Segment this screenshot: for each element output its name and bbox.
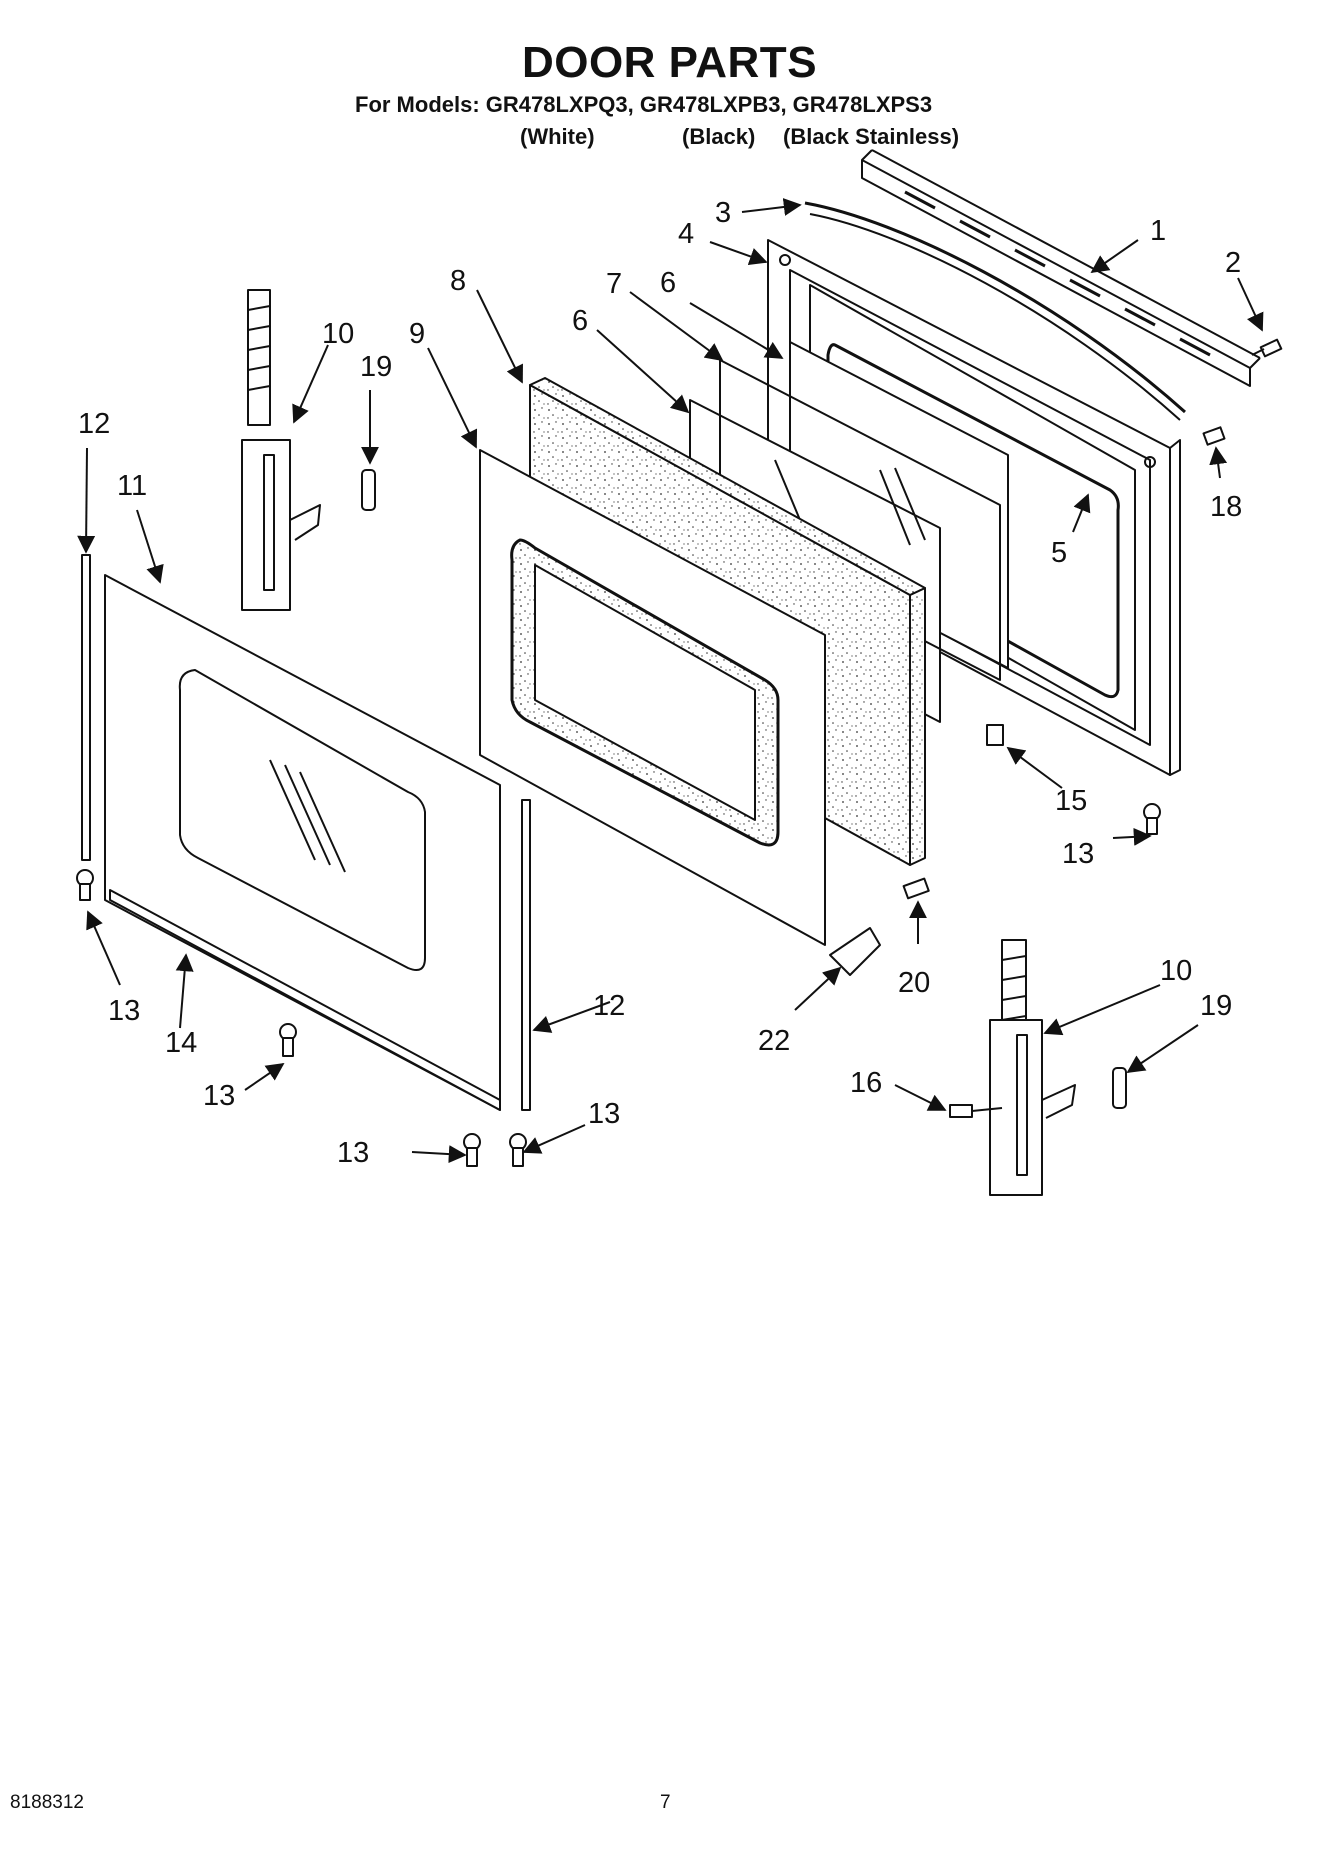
callout-18: 18 <box>1210 491 1242 523</box>
pin-lower-part <box>1112 1067 1127 1109</box>
callout-14: 14 <box>165 1027 197 1059</box>
callout-19-upper: 19 <box>360 351 392 383</box>
baffle-part <box>804 201 1187 414</box>
pin-upper-part <box>361 469 376 511</box>
screw-13-bottom <box>463 1133 481 1167</box>
callout-10-lower: 10 <box>1160 955 1192 987</box>
callout-6-lower: 6 <box>572 305 588 337</box>
screw-16 <box>949 1104 1003 1118</box>
callout-3: 3 <box>715 197 731 229</box>
callout-4: 4 <box>678 218 694 250</box>
callout-20: 20 <box>898 967 930 999</box>
callout-19-lower: 19 <box>1200 990 1232 1022</box>
callout-13-bottom-right: 13 <box>588 1098 620 1130</box>
callout-11: 11 <box>117 470 147 502</box>
callout-16: 16 <box>850 1067 882 1099</box>
callout-10-upper: 10 <box>322 318 354 350</box>
callout-5: 5 <box>1051 537 1067 569</box>
callout-13-left: 13 <box>108 995 140 1027</box>
callout-12-right: 12 <box>593 990 625 1022</box>
screw-13-mid <box>279 1023 297 1057</box>
screw-13-left <box>76 869 94 901</box>
screw-20 <box>902 877 930 900</box>
door-liner-part <box>479 449 826 946</box>
callout-15: 15 <box>1055 785 1087 817</box>
side-trim-left-part <box>81 554 91 861</box>
page-title: DOOR PARTS <box>521 38 818 87</box>
side-trim-right-part <box>521 799 531 1111</box>
variant-white: (White) <box>520 124 595 149</box>
page-number: 7 <box>660 1792 671 1813</box>
callout-13-right: 13 <box>1062 838 1094 870</box>
variant-black: (Black) <box>682 124 756 149</box>
bracket-part <box>829 927 881 976</box>
callout-6-upper: 6 <box>660 267 676 299</box>
gasket-part <box>826 343 1120 699</box>
callout-13-bottom: 13 <box>337 1137 369 1169</box>
vent-trim-part <box>861 149 1261 387</box>
hinge-upper-part <box>241 289 321 611</box>
screw-13-right <box>1143 803 1161 835</box>
callout-8: 8 <box>450 265 466 297</box>
callout-1: 1 <box>1150 215 1166 247</box>
hinge-lower-part <box>989 939 1076 1196</box>
screw-part-2 <box>1251 338 1283 358</box>
callout-22: 22 <box>758 1025 790 1057</box>
callout-9: 9 <box>409 318 425 350</box>
clip-part <box>986 724 1004 746</box>
document-number: 8188312 <box>10 1792 84 1813</box>
variant-black-stainless: (Black Stainless) <box>783 124 960 149</box>
callout-7: 7 <box>606 268 622 300</box>
models-line: For Models: GR478LXPQ3, GR478LXPB3, GR47… <box>355 92 933 117</box>
screw-13-bottom-right <box>509 1133 527 1167</box>
callout-2: 2 <box>1225 247 1241 279</box>
callout-12-left: 12 <box>78 408 110 440</box>
screw-18 <box>1202 426 1226 446</box>
bottom-trim-part <box>109 889 501 1111</box>
callout-13-mid: 13 <box>203 1080 235 1112</box>
